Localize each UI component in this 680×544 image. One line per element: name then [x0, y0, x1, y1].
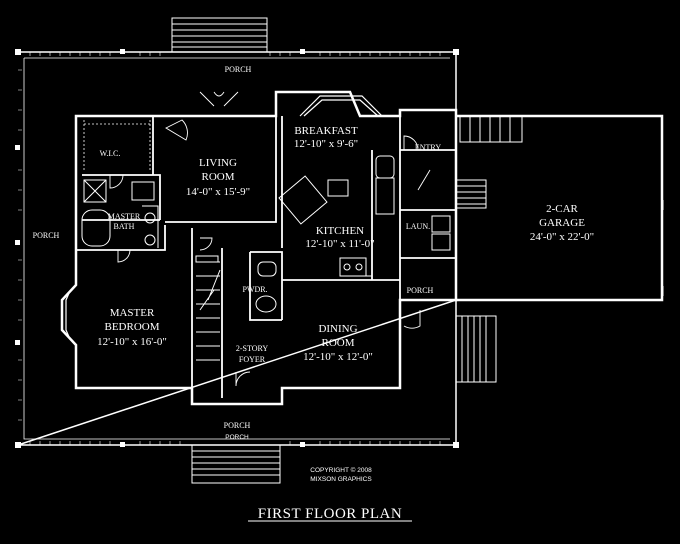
- label-porch-left: PORCH: [33, 231, 60, 240]
- porch-railing: [18, 52, 441, 445]
- bedroom-bay: [61, 284, 77, 346]
- copyright-line-1: COPYRIGHT © 2008: [310, 466, 372, 474]
- front-steps-bottom: [191, 444, 281, 484]
- label-breakfast-name: BREAKFAST: [294, 125, 358, 137]
- label-bath-bath: BATH: [114, 222, 135, 231]
- garage-walls: [456, 114, 664, 302]
- label-garage-dims: 24'-0" x 22'-0": [530, 231, 594, 243]
- label-kitchen-dims: 12'-10" x 11'-0": [305, 238, 374, 250]
- label-dining-dims: 12'-10" x 12'-0": [303, 351, 373, 363]
- label-pwdr: PWDR.: [242, 285, 267, 294]
- label-garage-name: GARAGE: [539, 217, 585, 229]
- label-dining-room: ROOM: [321, 337, 354, 349]
- staircase: [195, 255, 221, 361]
- porch-outline: [17, 51, 457, 446]
- label-wic: W.I.C.: [100, 149, 121, 158]
- breakfast-bay: [299, 95, 383, 117]
- label-laundry: LAUN.: [406, 222, 430, 231]
- label-foyer-name: FOYER: [239, 355, 266, 364]
- label-dining-name: DINING: [318, 323, 357, 335]
- label-living-name: LIVING: [199, 157, 237, 169]
- label-living-room: ROOM: [201, 171, 234, 183]
- label-porch-bottom: PORCH: [224, 421, 251, 430]
- bath-fixtures: [81, 179, 159, 248]
- label-bedroom-dims: 12'-10" x 16'-0": [97, 336, 167, 348]
- front-steps-top: [171, 17, 268, 53]
- wic-shelving: [83, 120, 151, 172]
- label-entry: ENTRY: [415, 143, 441, 152]
- plan-title: FIRST FLOOR PLAN: [258, 506, 402, 522]
- door-swings: [109, 91, 431, 387]
- label-porch-side: PORCH: [407, 286, 434, 295]
- label-foyer-story: 2-STORY: [236, 344, 269, 353]
- copyright-line-2: MIXSON GRAPHICS: [310, 476, 372, 483]
- label-bedroom-master: MASTER: [110, 307, 155, 319]
- label-breakfast-dims: 12'-10" x 9'-6": [294, 138, 358, 150]
- label-porch-top: PORCH: [225, 65, 252, 74]
- label-living-dims: 14'-0" x 15'-9": [186, 186, 250, 198]
- porch-columns: [15, 49, 459, 448]
- label-kitchen-name: KITCHEN: [316, 225, 364, 237]
- label-bath-master: MASTER: [108, 212, 141, 221]
- label-bedroom-name: BEDROOM: [104, 321, 159, 333]
- label-garage-type: 2-CAR: [546, 203, 578, 215]
- kitchen-fixtures: [278, 155, 395, 277]
- pwdr-fixtures: [255, 261, 277, 313]
- side-steps: [455, 115, 523, 383]
- label-porch-bottom-small: PORCH: [225, 434, 249, 441]
- laundry-fixtures: [431, 215, 451, 251]
